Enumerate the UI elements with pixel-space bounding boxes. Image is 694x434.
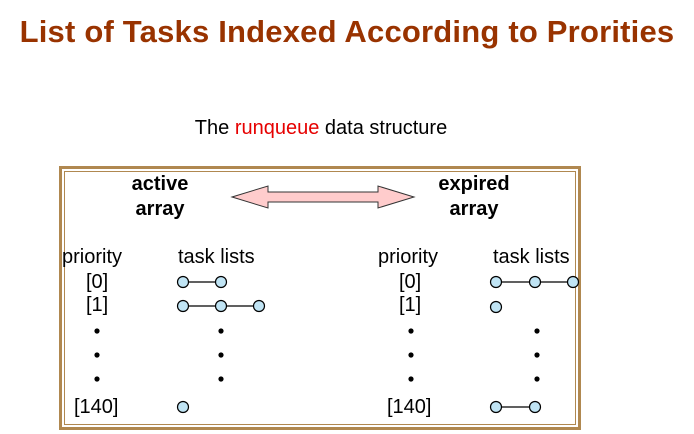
- page-title: List of Tasks Indexed According to Prori…: [19, 14, 675, 49]
- task-node: [489, 275, 503, 289]
- diagram-caption: The runqueue data structure: [0, 117, 642, 140]
- expired-priority-1: [1]: [399, 294, 422, 316]
- task-node: [566, 275, 580, 289]
- expired-task-list-0: [489, 275, 580, 289]
- expired-label-line2: array: [449, 198, 499, 220]
- task-node: [528, 275, 542, 289]
- expired-priority-header: priority: [378, 246, 439, 268]
- active-task-ellipsis: [218, 328, 224, 382]
- task-node: [176, 275, 190, 289]
- expired-task-list-140: [489, 400, 542, 414]
- active-task-list-140: [176, 400, 190, 414]
- expired-task-ellipsis: [534, 328, 540, 382]
- task-node: [214, 299, 228, 313]
- active-priority-140: [140]: [74, 396, 119, 418]
- active-priority-header: priority: [62, 246, 123, 268]
- task-node: [528, 400, 542, 414]
- task-node: [214, 275, 228, 289]
- task-node: [252, 299, 266, 313]
- active-priority-ellipsis: [94, 328, 100, 382]
- active-label-line1: active: [131, 173, 189, 195]
- runqueue-frame: [59, 166, 581, 430]
- expired-priority-ellipsis: [408, 328, 414, 382]
- active-task-lists-header: task lists: [178, 246, 255, 268]
- expired-task-list-1: [489, 300, 503, 314]
- active-label-line2: array: [135, 198, 185, 220]
- active-priority-0: [0]: [86, 271, 109, 293]
- task-node: [489, 400, 503, 414]
- expired-label-line1: expired: [438, 173, 510, 195]
- task-node: [489, 300, 503, 314]
- expired-priority-140: [140]: [387, 396, 432, 418]
- active-array-label: active array: [118, 172, 202, 222]
- active-task-list-1: [176, 299, 266, 313]
- task-node: [176, 400, 190, 414]
- active-priority-1: [1]: [86, 294, 109, 316]
- caption-prefix: The: [194, 117, 235, 139]
- task-node: [176, 299, 190, 313]
- double-arrow: [230, 185, 416, 209]
- caption-highlight: runqueue: [234, 117, 320, 139]
- expired-task-lists-header: task lists: [493, 246, 570, 268]
- expired-priority-0: [0]: [399, 271, 422, 293]
- active-task-list-0: [176, 275, 228, 289]
- caption-suffix: data structure: [319, 117, 448, 139]
- expired-array-label: expired array: [424, 172, 524, 222]
